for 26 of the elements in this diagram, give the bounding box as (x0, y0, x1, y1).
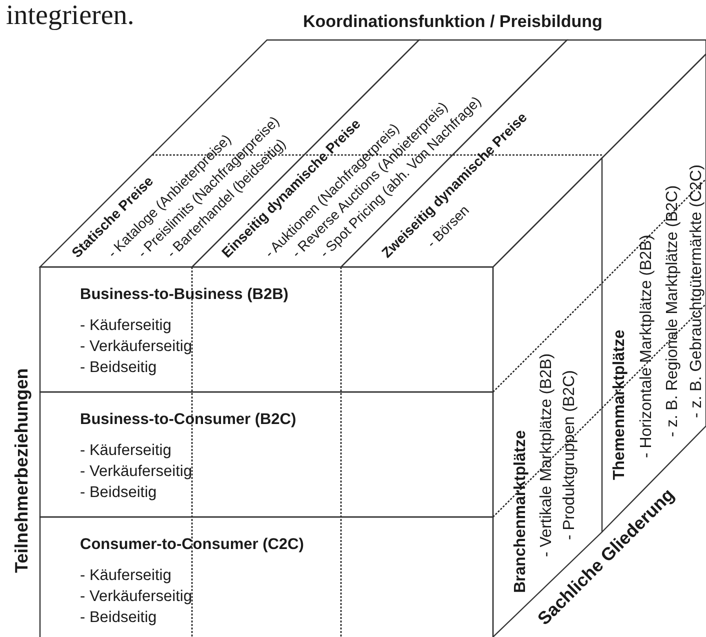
list-item: - Beidseitig (80, 484, 157, 502)
list-item: - Käuferseitig (80, 442, 172, 460)
cube-side-section (493, 158, 602, 637)
section-heading: Consumer-to-Consumer (C2C) (80, 536, 304, 554)
axis-title: Teilnehmerbeziehungen (12, 368, 32, 573)
cube-front-row (40, 517, 493, 637)
section-heading: Themenmarktplätze (610, 330, 629, 480)
list-item: - z. B. Gebrauchtgütermärkte (C2C) (688, 164, 706, 418)
list-item: - Verkäuferseitig (80, 588, 192, 606)
list-item: - Horizontale Marktplätze (B2B) (638, 234, 656, 458)
list-item: - Käuferseitig (80, 567, 172, 585)
list-item: - Beidseitig (80, 609, 157, 627)
list-item: - Verkäuferseitig (80, 463, 192, 481)
cube-front-row (40, 267, 493, 392)
cube-front-row (40, 392, 493, 517)
axis-title: Koordinationsfunktion / Preisbildung (303, 12, 602, 32)
list-item: - Käuferseitig (80, 317, 172, 335)
body-text: integrieren. (6, 0, 134, 32)
list-item: - Verkäuferseitig (80, 338, 192, 356)
section-heading: Business-to-Business (B2B) (80, 286, 288, 304)
list-item: - Produktgruppen (B2C) (560, 370, 579, 540)
list-item: - Beidseitig (80, 359, 157, 377)
section-heading: Business-to-Consumer (B2C) (80, 411, 296, 429)
section-heading: Branchenmarktplätze (512, 430, 530, 593)
list-item: - z. B. Regionale Marktplätze (B2C) (664, 185, 682, 437)
list-item: - Vertikale Marktplätze (B2B) (538, 353, 556, 557)
